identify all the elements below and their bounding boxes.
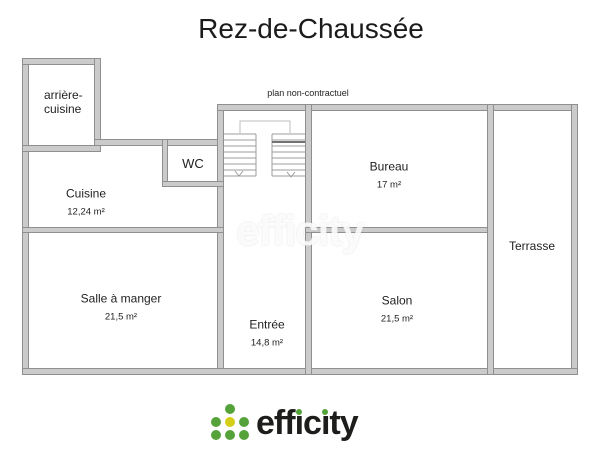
room-area: 21,5 m²	[104, 311, 138, 323]
wall-exterior-top	[217, 104, 578, 111]
disclaimer-text: plan non-contractuel	[267, 88, 349, 98]
wall-wc-bottom	[162, 181, 224, 187]
room-area: 14,8 m²	[250, 337, 284, 349]
wall-hall-right	[305, 104, 312, 375]
room-name: Bureau	[369, 159, 409, 174]
room-label-backkitchen: arrière-cuisine	[44, 88, 94, 116]
logo-i-green-dot: ı	[294, 404, 305, 442]
staircase	[224, 120, 305, 178]
logo-dot	[239, 430, 249, 440]
wall-exterior-bottom	[22, 368, 578, 375]
wall-kitchen-top	[94, 139, 224, 146]
wall-backkitchen-top	[22, 58, 101, 65]
room-name: Terrasse	[508, 239, 556, 253]
room-label-hall: Entrée 14,8 m²	[249, 318, 284, 349]
room-label-wc: WC	[182, 157, 204, 171]
room-label-office: Bureau 17 m²	[370, 160, 409, 191]
logo-text: effıcıty	[256, 404, 359, 442]
wall-office-living	[305, 227, 493, 233]
wall-kitchen-dining	[22, 227, 224, 233]
logo-i-green-dot: ı	[320, 404, 331, 442]
wall-backkitchen-right	[94, 58, 101, 152]
room-label-terrace: Terrasse	[509, 239, 555, 253]
wall-hall-left	[217, 104, 224, 375]
logo-dot	[211, 430, 221, 440]
wall-terrace-divider	[487, 104, 494, 375]
logo-dot	[211, 417, 221, 427]
page-title: Rez-de-Chaussée	[198, 13, 424, 44]
room-name: Cuisine	[65, 186, 107, 201]
room-area: 12,24 m²	[67, 206, 105, 218]
room-area: 17 m²	[376, 179, 402, 191]
wall-wc-left	[162, 139, 168, 187]
room-name: Salon	[381, 293, 413, 308]
wall-exterior-right	[571, 104, 578, 375]
room-name: Entrée	[249, 317, 285, 332]
logo-dots	[211, 404, 249, 443]
room-name: arrière-cuisine	[44, 88, 83, 116]
logo-dot	[225, 404, 235, 414]
wall-exterior-left	[22, 58, 29, 375]
logo-dot	[225, 430, 235, 440]
efficity-logo: effıcıty	[211, 403, 359, 443]
room-area: 21,5 m²	[380, 313, 414, 325]
room-name: WC	[182, 156, 204, 171]
logo-dot	[225, 417, 235, 427]
logo-dot	[239, 417, 249, 427]
room-label-living: Salon 21,5 m²	[381, 294, 413, 325]
wall-backkitchen-bottom	[22, 145, 101, 152]
room-label-kitchen: Cuisine 12,24 m²	[66, 187, 106, 218]
room-label-dining: Salle à manger 21,5 m²	[81, 292, 162, 323]
room-name: Salle à manger	[80, 291, 162, 306]
